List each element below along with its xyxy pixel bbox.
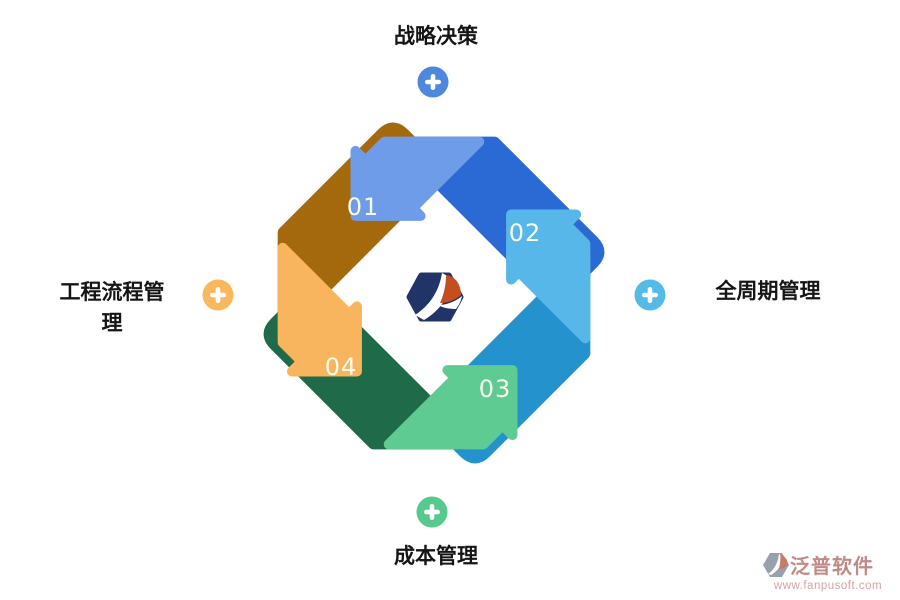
step-numbers: 01 02 03 04	[325, 193, 542, 403]
plus-icon	[425, 74, 441, 90]
plus-button-right[interactable]	[634, 279, 666, 311]
step-number-02: 02	[509, 219, 542, 247]
step-number-03: 03	[479, 375, 512, 403]
plus-button-bottom[interactable]	[416, 496, 448, 528]
step-number-01: 01	[347, 193, 380, 221]
label-process-management: 工程流程管理	[59, 281, 165, 335]
ribbon-arrow-03	[383, 365, 518, 450]
watermark-brand: 泛普软件	[790, 556, 874, 578]
plus-icon	[642, 287, 658, 303]
plus-icon	[424, 504, 440, 520]
logo-swoosh-white-small	[438, 296, 462, 309]
center-logo	[406, 272, 464, 322]
label-full-cycle-management: 全周期管理	[715, 280, 821, 303]
label-strategic-decision: 战略决策	[394, 25, 478, 48]
plus-button-left[interactable]	[202, 279, 234, 311]
plus-button-top[interactable]	[417, 66, 449, 98]
ribbon-arrow-01	[350, 136, 485, 221]
ribbon-arrow-04	[277, 242, 362, 377]
watermark: 泛普软件 www.fanpusoft.com	[762, 550, 894, 592]
ribbon-ring	[263, 122, 605, 464]
ribbon-arrows	[277, 136, 591, 450]
watermark-logo-icon	[763, 552, 789, 577]
ribbon-arrow-02	[506, 209, 591, 344]
plus-icon	[210, 287, 226, 303]
logo-swoosh-white	[415, 273, 453, 320]
label-cost-management: 成本管理	[394, 545, 478, 568]
step-number-04: 04	[325, 353, 358, 381]
logo-flame-red	[440, 275, 461, 303]
watermark-url: www.fanpusoft.com	[773, 580, 883, 592]
